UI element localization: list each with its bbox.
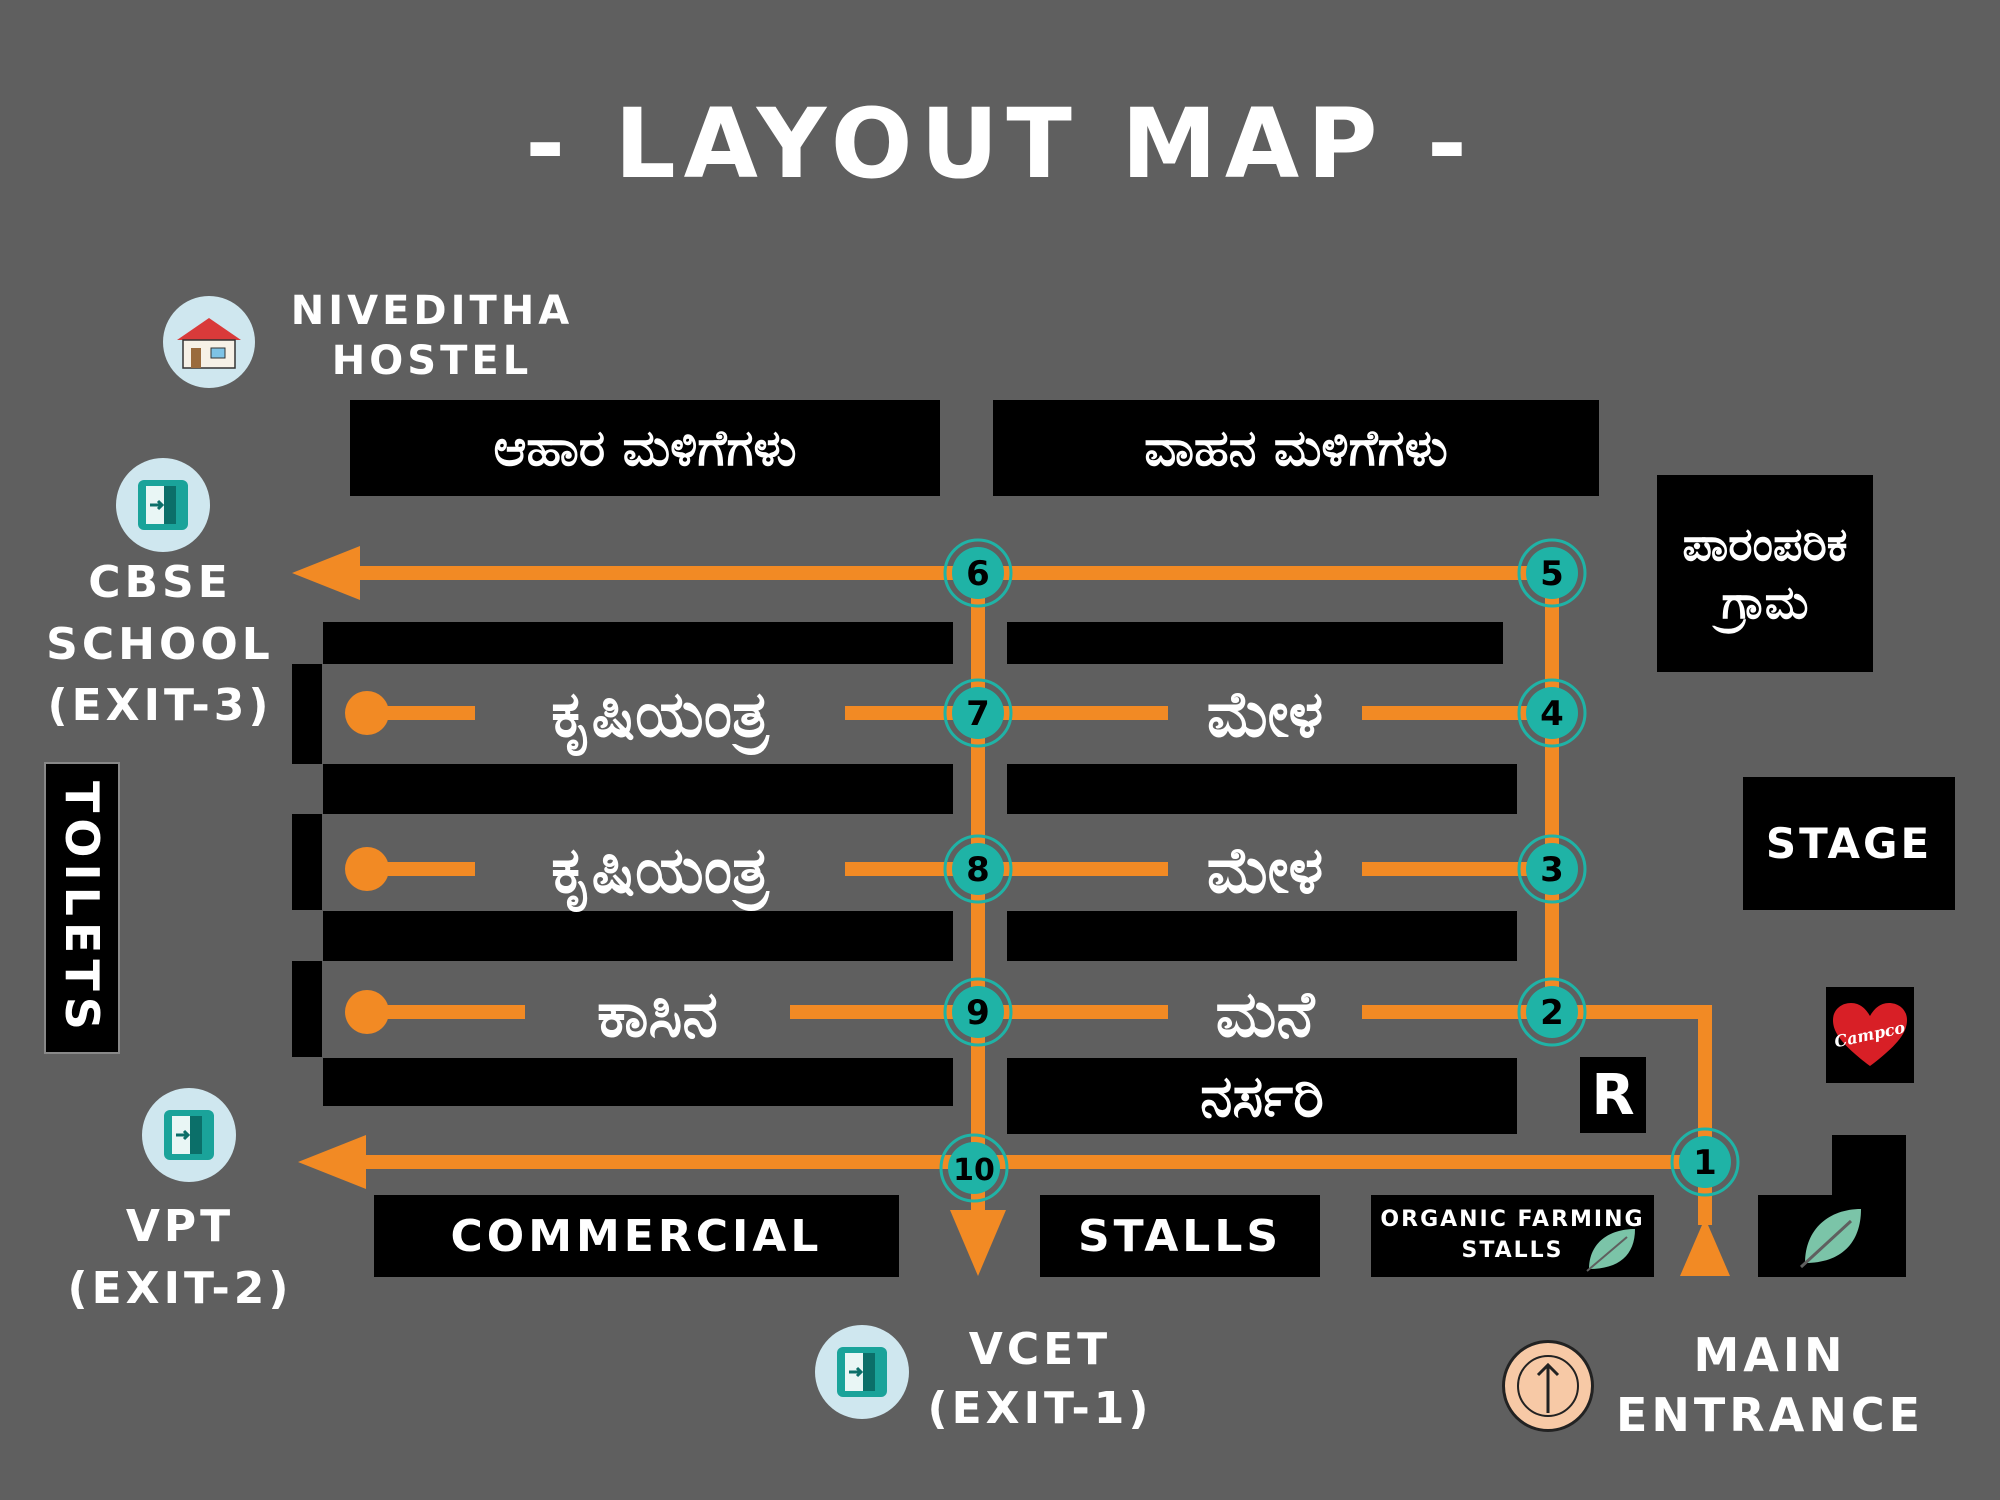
commercial-label: COMMERCIAL [450,1210,823,1262]
r-block: R [1580,1057,1646,1133]
traditional-village-block: ಪಾರಂಪರಿಕ ಗ್ರಾಮ [1657,475,1873,672]
waypoint-9: 9 [943,977,1013,1047]
svg-text:9: 9 [966,993,990,1033]
lane-fair-1: ಮೇಳ [1170,670,1360,760]
leaf-icon [1586,1229,1635,1272]
waypoint-10: 10 [939,1133,1009,1203]
arrow-main-entrance [1680,1218,1730,1276]
vcet-exit-label: VCET (EXIT-1) [927,1324,1153,1435]
svg-text:6: 6 [966,554,990,594]
waypoint-5: 5 [1517,538,1587,608]
svg-text:3: 3 [1540,850,1564,890]
lane-handloom: ಕಾಸಿನ [530,970,785,1060]
lane-agri-machinery-2: ಕೃಷಿಯಂತ್ರ [480,826,840,916]
traditional-village-line-1: ಪಾರಂಪರಿಕ [1682,517,1848,571]
svg-text:8: 8 [966,850,990,890]
exit-door-icon [142,1088,236,1182]
cbse-exit-label: CBSE SCHOOL (EXIT-3) [46,557,274,732]
lane-end-dot [345,691,389,735]
stalls-block: STALLS [1040,1195,1320,1277]
svg-text:2: 2 [1540,993,1564,1033]
svg-text:10: 10 [953,1153,995,1188]
entrance-arrow-icon [1502,1340,1594,1432]
r-label: R [1591,1062,1635,1128]
page-title: - LAYOUT MAP - [525,88,1475,200]
waypoint-8: 8 [943,834,1013,904]
svg-text:1: 1 [1693,1143,1717,1183]
stall-row [1007,764,1517,814]
stall-row [323,764,953,814]
arrow-exit-2 [298,1135,366,1189]
svg-text:5: 5 [1540,554,1564,594]
campco-block: Campco [1826,987,1914,1083]
lane-agri-machinery-1: ಕೃಷಿಯಂತ್ರ [480,670,840,760]
nursery-block: ನರ್ಸರಿ [1007,1058,1517,1134]
lane-end-block [292,814,322,910]
svg-text:7: 7 [966,694,990,734]
arrow-exit-3 [292,546,360,600]
exit-door-icon [116,458,210,552]
vehicle-stalls-block: ವಾಹನ ಮಳಿಗೆಗಳು [993,400,1599,496]
toilets-label: TOILETS [55,780,109,1036]
vehicle-stalls-label: ವಾಹನ ಮಳಿಗೆಗಳು [1144,418,1448,477]
corner-block-top [1832,1135,1906,1195]
lane-end-block [292,961,322,1057]
arrow-exit-1 [950,1210,1006,1276]
waypoint-6: 6 [943,538,1013,608]
lane-fair-2: ಮೇಳ [1170,826,1360,916]
stall-row [1007,911,1517,961]
lane-end-dot [345,990,389,1034]
stalls-label: STALLS [1077,1210,1283,1262]
organic-line-2: STALLS [1461,1238,1564,1263]
corner-block [1758,1195,1906,1277]
hostel-icon [163,296,255,388]
waypoint-4: 4 [1517,678,1587,748]
lane-end-dot [345,847,389,891]
leaf-icon [1799,1209,1861,1269]
toilets-block: TOILETS [44,762,120,1054]
stage-block: STAGE [1743,777,1955,910]
commercial-block: COMMERCIAL [374,1195,899,1277]
organic-line-1: ORGANIC FARMING [1380,1207,1645,1233]
waypoint-3: 3 [1517,834,1587,904]
waypoint-2: 2 [1517,977,1587,1047]
main-entrance-label: MAIN ENTRANCE [1616,1328,1924,1442]
stall-row [323,911,953,961]
food-stalls-block: ಆಹಾರ ಮಳಿಗೆಗಳು [350,400,940,496]
nursery-label: ನರ್ಸರಿ [1200,1061,1324,1130]
exit-door-icon [815,1325,909,1419]
food-stalls-label: ಆಹಾರ ಮಳಿಗೆಗಳು [493,418,797,477]
stall-row [323,622,953,664]
waypoint-7: 7 [943,678,1013,748]
traditional-village-line-2: ಗ್ರಾಮ [1721,574,1809,629]
vpt-exit-label: VPT (EXIT-2) [67,1201,293,1314]
hostel-label: NIVEDITHA HOSTEL [290,288,574,384]
stage-label: STAGE [1765,819,1933,868]
lane-home: ಮನೆ [1170,970,1360,1060]
lane-end-block [292,664,322,764]
campco-logo-icon: Campco [1833,1003,1907,1066]
organic-farming-block: ORGANIC FARMING STALLS [1371,1195,1654,1277]
svg-text:4: 4 [1540,694,1564,734]
stall-row [1007,622,1503,664]
stall-row [323,1058,953,1106]
waypoint-1: 1 [1670,1127,1740,1197]
